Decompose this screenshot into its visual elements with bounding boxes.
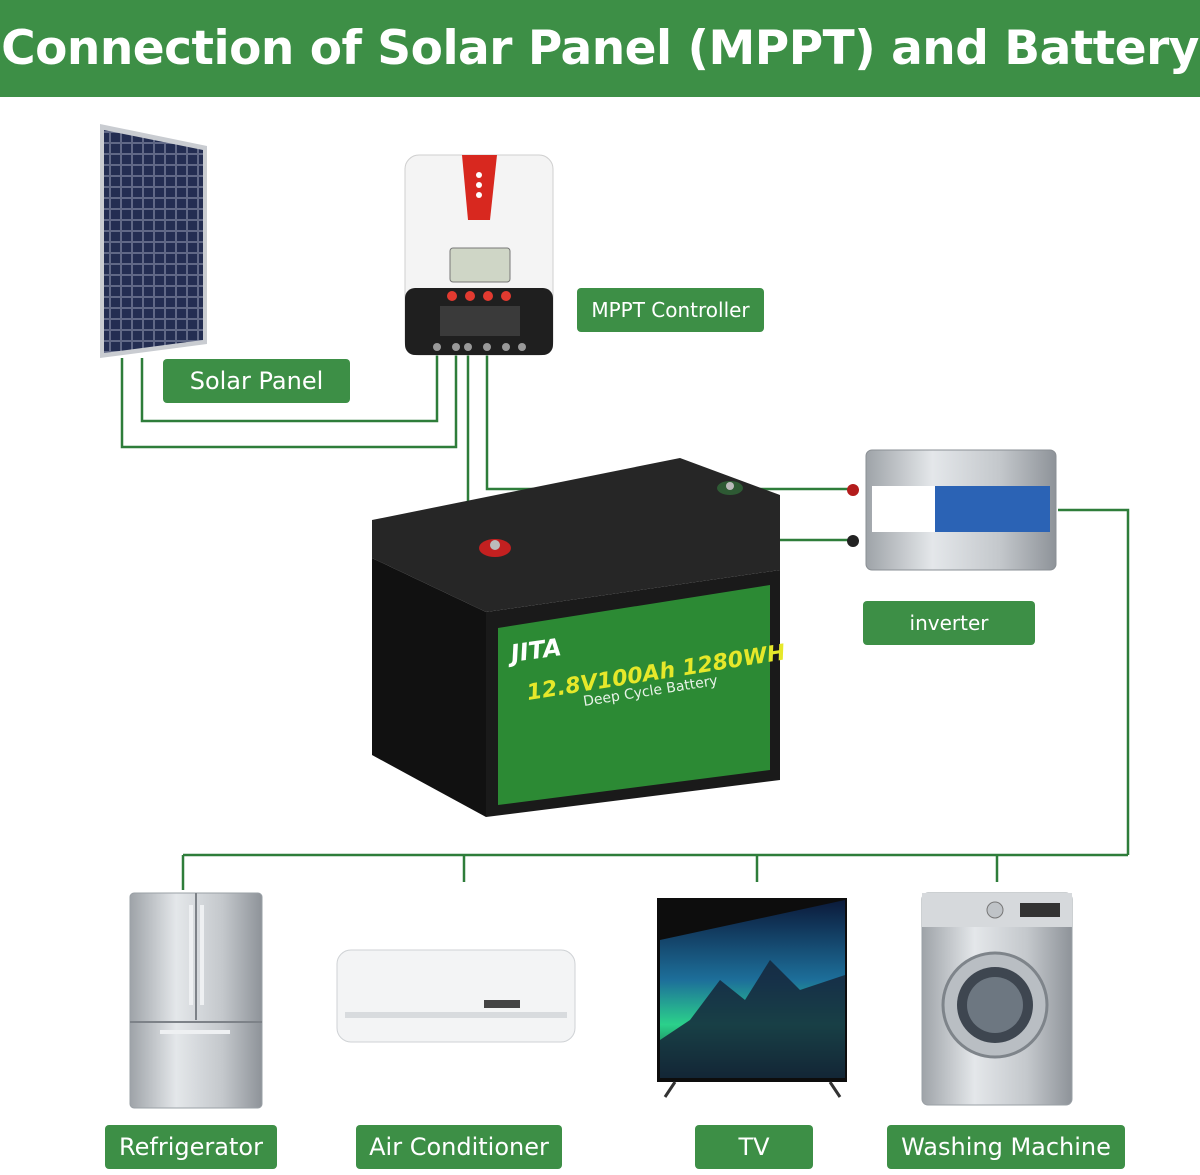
wire-panel-to-mppt-2: [140, 350, 439, 423]
solar-panel-icon: [100, 124, 207, 358]
tv-icon: [657, 898, 847, 1098]
refrigerator-icon: [129, 892, 263, 1109]
inverter-label: inverter: [863, 601, 1035, 645]
air-conditioner-label: Air Conditioner: [356, 1125, 562, 1169]
refrigerator-label: Refrigerator: [105, 1125, 277, 1169]
washing-machine-label: Washing Machine: [887, 1125, 1125, 1169]
solar-panel-label: Solar Panel: [163, 359, 350, 403]
mppt-controller-icon: [404, 154, 554, 356]
tv-label: TV: [695, 1125, 813, 1169]
wire-inverter-output: [1058, 508, 1130, 855]
title-banner: Connection of Solar Panel (MPPT) and Bat…: [0, 0, 1200, 97]
wire-panel-to-mppt-1: [120, 350, 458, 449]
washing-machine-icon: [921, 892, 1073, 1106]
air-conditioner-icon: [336, 949, 576, 1043]
inverter-icon: [847, 449, 1057, 571]
mppt-controller-label: MPPT Controller: [577, 288, 764, 332]
battery-icon: JITA 12.8V100Ah 1280WH Deep Cycle Batter…: [372, 458, 787, 817]
page-title: Connection of Solar Panel (MPPT) and Bat…: [1, 21, 1199, 76]
